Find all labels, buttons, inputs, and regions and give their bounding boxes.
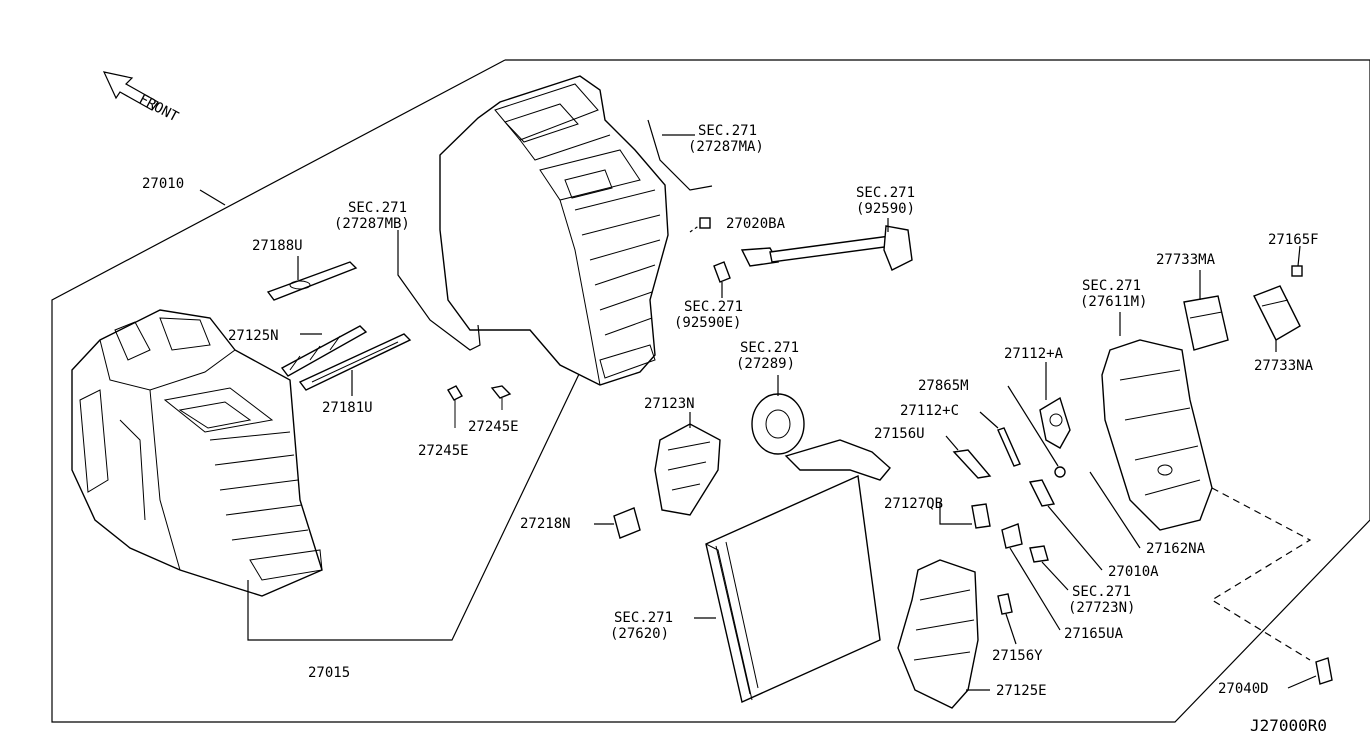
label-27156u: 27156U bbox=[874, 426, 925, 442]
label-27620: (27620) bbox=[610, 626, 669, 642]
part-27165ua bbox=[1001, 523, 1023, 549]
label-27733na: 27733NA bbox=[1254, 358, 1314, 374]
label-27112c: 27112+C bbox=[900, 403, 959, 419]
heater-unit-upper-case bbox=[439, 75, 669, 386]
label-27123n: 27123N bbox=[644, 396, 695, 412]
wire-27287mb bbox=[397, 230, 481, 351]
leader-27020ba-dash bbox=[689, 224, 701, 233]
label-27010a: 27162NA bbox=[1146, 541, 1206, 557]
leader-27127qb bbox=[1047, 505, 1103, 571]
label-27020ba: 27020BA bbox=[726, 216, 786, 232]
label-27245e-b: 27245E bbox=[468, 419, 519, 435]
part-27188u bbox=[266, 261, 358, 301]
part-27620-evaporator bbox=[705, 439, 891, 703]
leader-27040d bbox=[1287, 675, 1317, 689]
front-arrow-icon bbox=[102, 71, 159, 111]
leader-27015 bbox=[247, 371, 581, 641]
part-27733ma-actuator bbox=[1183, 295, 1229, 351]
label-27156y: 27156Y bbox=[992, 648, 1043, 664]
part-27125e-duct bbox=[897, 559, 979, 709]
label-27127qb: 27010A bbox=[1108, 564, 1159, 580]
pipe-92590 bbox=[740, 225, 913, 271]
assembly-boundary bbox=[51, 59, 1370, 723]
label-sec271-27620: SEC.271 bbox=[614, 610, 673, 626]
heater-unit-lower-case bbox=[71, 309, 323, 597]
dashed-leader-27040d bbox=[1210, 487, 1312, 661]
label-27287mb: (27287MB) bbox=[334, 216, 410, 232]
label-27865m: 27865M bbox=[918, 378, 969, 394]
part-27245e-clip-a bbox=[447, 385, 463, 428]
leader-27156u bbox=[945, 435, 959, 451]
label-27165ua: 27165UA bbox=[1064, 626, 1124, 642]
leader-27723n bbox=[1041, 561, 1069, 591]
label-sec271-ma: SEC.271 bbox=[698, 123, 757, 139]
part-27112a-lever bbox=[1039, 396, 1071, 449]
leader-27162na bbox=[939, 502, 972, 525]
label-27125n: 27125N bbox=[228, 328, 279, 344]
label-sec271-92590e: SEC.271 bbox=[684, 299, 743, 315]
label-27218n: 27218N bbox=[520, 516, 571, 532]
label-27125e: 27125E bbox=[996, 683, 1047, 699]
label-27245e-a: 27245E bbox=[418, 443, 469, 459]
part-27112c bbox=[997, 427, 1021, 467]
part-27156u-link bbox=[952, 449, 992, 479]
label-27723n: (27723N) bbox=[1068, 600, 1135, 616]
label-27165f: 27165F bbox=[1268, 232, 1319, 248]
part-27156y bbox=[997, 593, 1013, 615]
label-27162na: 27127QB bbox=[884, 496, 943, 512]
part-27125n bbox=[280, 325, 368, 377]
leader-27865m bbox=[1007, 385, 1059, 467]
part-92590e bbox=[713, 261, 731, 283]
label-27289: (27289) bbox=[736, 356, 795, 372]
label-sec271-27611m: SEC.271 bbox=[1082, 278, 1141, 294]
wire-27287ma bbox=[647, 119, 713, 191]
part-27127qb bbox=[1028, 479, 1056, 507]
part-27865m bbox=[1054, 466, 1066, 478]
front-label: FRONT bbox=[136, 91, 181, 125]
diagram-ref-code: J27000R0 bbox=[1250, 716, 1327, 735]
part-27040d-screw bbox=[1315, 657, 1333, 685]
label-sec271-27723n: SEC.271 bbox=[1072, 584, 1131, 600]
part-27289-seal bbox=[751, 393, 805, 455]
leader-27165f bbox=[1297, 245, 1301, 267]
part-27245e-clip-b bbox=[490, 385, 512, 410]
label-sec271-mb: SEC.271 bbox=[348, 200, 407, 216]
leader-27010a bbox=[1089, 471, 1141, 549]
label-27010: 27010 bbox=[142, 176, 184, 192]
leader-27010 bbox=[199, 189, 226, 206]
part-27723n bbox=[1029, 545, 1049, 563]
part-27162na bbox=[971, 503, 991, 529]
label-27188u: 27188U bbox=[252, 238, 303, 254]
label-sec271-27289: SEC.271 bbox=[740, 340, 799, 356]
leader-27165ua bbox=[1009, 547, 1061, 631]
label-27287ma: (27287MA) bbox=[688, 139, 764, 155]
part-27733na-actuator bbox=[1253, 285, 1301, 341]
leader-27156y bbox=[1005, 613, 1017, 645]
label-92590e: (92590E) bbox=[674, 315, 741, 331]
label-27112a: 27112+A bbox=[1004, 346, 1064, 362]
leader-27112c bbox=[979, 411, 999, 429]
label-27040d: 27040D bbox=[1218, 681, 1269, 697]
part-27181u bbox=[298, 333, 412, 391]
label-27611m: (27611M) bbox=[1080, 294, 1147, 310]
part-27010a-housing bbox=[1101, 339, 1213, 531]
label-27015: 27015 bbox=[308, 665, 350, 681]
part-27218n bbox=[613, 507, 641, 539]
label-27181u: 27181U bbox=[322, 400, 373, 416]
part-27123n bbox=[654, 423, 721, 516]
part-27165f bbox=[1291, 265, 1303, 277]
label-27733ma: 27733MA bbox=[1156, 252, 1216, 268]
label-sec271-92590: SEC.271 bbox=[856, 185, 915, 201]
part-27020ba bbox=[699, 217, 711, 229]
label-92590: (92590) bbox=[856, 201, 915, 217]
